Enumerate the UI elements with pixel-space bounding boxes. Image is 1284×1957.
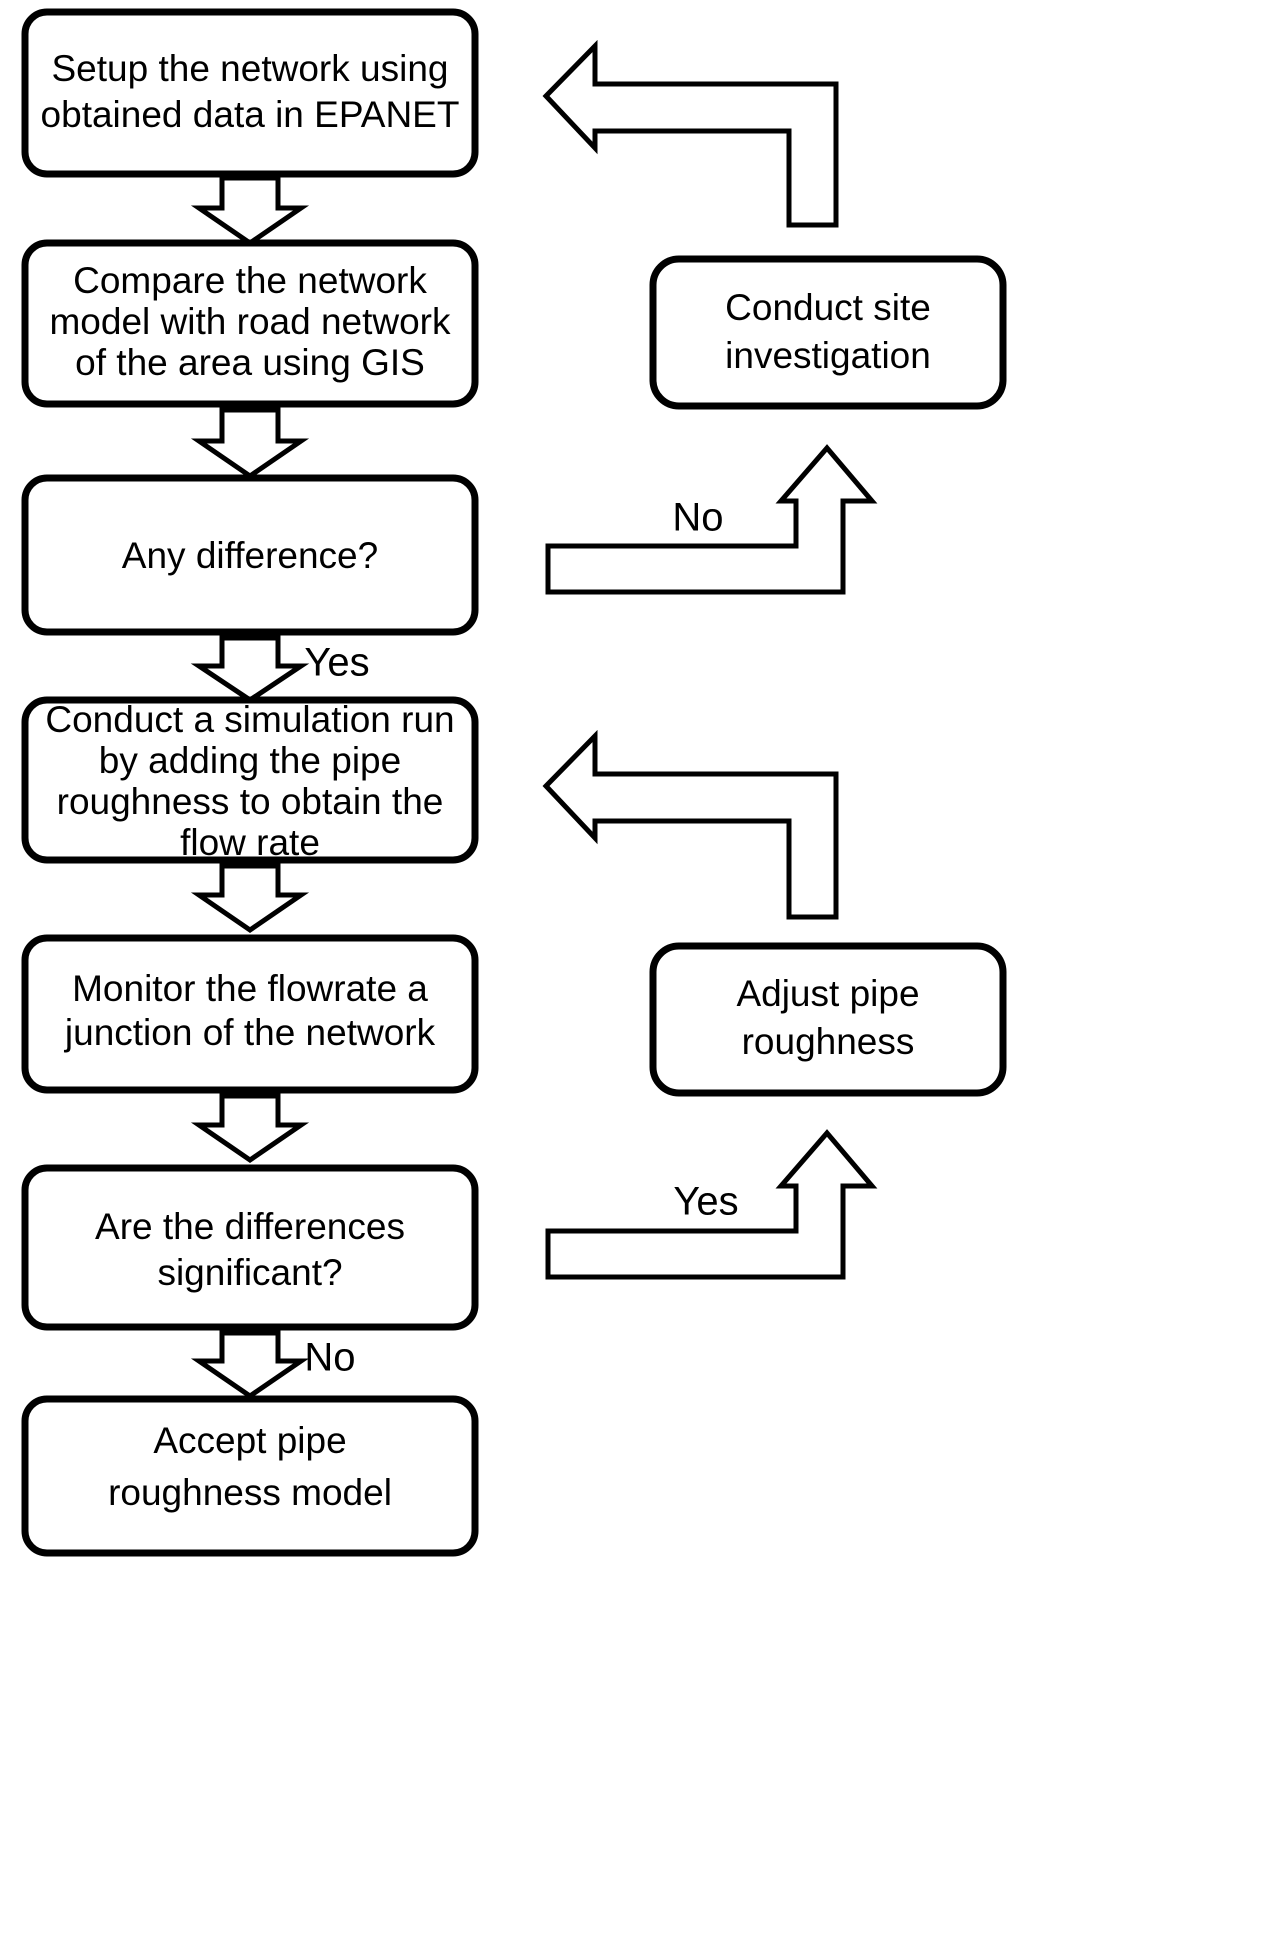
node-compare-network-shape bbox=[21, 239, 479, 408]
node-differences-significant[interactable]: Are the differences significant? bbox=[21, 1164, 479, 1331]
node-compare-network-line-2: model with road network bbox=[49, 301, 451, 342]
arrow-down-significant-to-accept bbox=[190, 1330, 310, 1400]
node-any-difference[interactable]: Any difference? bbox=[21, 474, 479, 636]
node-simulation-run-shape bbox=[21, 696, 479, 864]
arrow-down-monitor-to-significant bbox=[190, 1093, 310, 1164]
node-conduct-site-investigation-shape bbox=[649, 255, 1007, 410]
node-setup-network-shape bbox=[21, 8, 479, 178]
node-compare-network-line-1: Compare the network bbox=[73, 260, 427, 301]
node-conduct-site-investigation[interactable]: Conduct site investigation bbox=[649, 255, 1007, 410]
node-setup-network[interactable]: Setup the network using obtained data in… bbox=[21, 8, 479, 178]
node-compare-network-line-3: of the area using GIS bbox=[75, 342, 425, 383]
node-setup-network-line-1: Setup the network using bbox=[52, 48, 449, 89]
node-simulation-run-line-3: roughness to obtain the bbox=[57, 781, 444, 822]
node-simulation-run-line-4: flow rate bbox=[180, 822, 320, 863]
node-compare-network[interactable]: Compare the network model with road netw… bbox=[21, 239, 479, 408]
edge-label-significant-yes: Yes bbox=[673, 1180, 738, 1224]
node-monitor-flowrate[interactable]: Monitor the flowrate a junction of the n… bbox=[21, 934, 479, 1094]
node-monitor-flowrate-shape bbox=[21, 934, 479, 1094]
node-any-difference-line-1: Any difference? bbox=[122, 535, 378, 576]
node-monitor-flowrate-line-1: Monitor the flowrate a bbox=[72, 968, 428, 1009]
arrow-elbow-left-adjust-to-simulation bbox=[542, 729, 839, 920]
arrow-down-difference-to-simulation bbox=[190, 635, 310, 704]
node-setup-network-line-2: obtained data in EPANET bbox=[41, 94, 460, 135]
node-adjust-pipe-roughness-line-2: roughness bbox=[742, 1021, 915, 1062]
edge-label-any-difference-no: No bbox=[672, 496, 723, 540]
node-accept-model-shape bbox=[21, 1395, 479, 1557]
node-differences-significant-line-2: significant? bbox=[157, 1252, 342, 1293]
edge-label-significant-no: No bbox=[304, 1336, 355, 1380]
arrow-elbow-left-site-to-setup bbox=[542, 39, 839, 228]
arrow-elbow-up-significant-yes-to-adjust bbox=[545, 1129, 878, 1280]
node-conduct-site-investigation-line-1: Conduct site bbox=[725, 287, 931, 328]
arrow-elbow-up-difference-no-to-site bbox=[545, 444, 878, 595]
edge-label-any-difference-yes: Yes bbox=[304, 641, 369, 685]
arrow-down-simulation-to-monitor bbox=[190, 863, 310, 934]
arrow-down-setup-to-compare bbox=[190, 175, 310, 247]
node-differences-significant-shape bbox=[21, 1164, 479, 1331]
node-accept-model[interactable]: Accept pipe roughness model bbox=[21, 1395, 479, 1557]
node-adjust-pipe-roughness-shape bbox=[649, 942, 1007, 1097]
node-differences-significant-line-1: Are the differences bbox=[95, 1206, 405, 1247]
node-adjust-pipe-roughness-line-1: Adjust pipe bbox=[736, 973, 919, 1014]
node-accept-model-line-1: Accept pipe bbox=[153, 1420, 346, 1461]
node-any-difference-shape bbox=[21, 474, 479, 636]
arrow-down-compare-to-difference bbox=[190, 407, 310, 480]
node-monitor-flowrate-line-2: junction of the network bbox=[64, 1012, 436, 1053]
node-simulation-run-line-1: Conduct a simulation run bbox=[45, 699, 454, 740]
node-conduct-site-investigation-line-2: investigation bbox=[725, 335, 931, 376]
node-adjust-pipe-roughness[interactable]: Adjust pipe roughness bbox=[649, 942, 1007, 1097]
node-accept-model-line-2: roughness model bbox=[108, 1472, 392, 1513]
node-simulation-run[interactable]: Conduct a simulation run by adding the p… bbox=[21, 696, 479, 864]
node-simulation-run-line-2: by adding the pipe bbox=[99, 740, 401, 781]
